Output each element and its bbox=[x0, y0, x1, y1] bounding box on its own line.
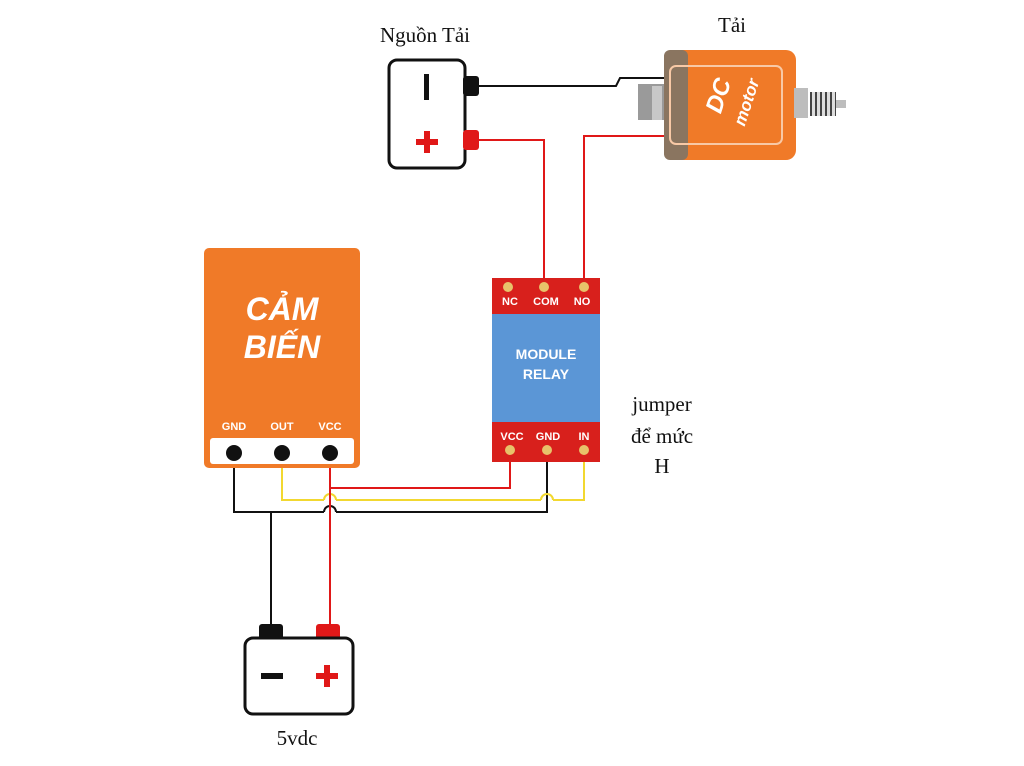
dc-motor: DC motor bbox=[638, 50, 846, 160]
relay-no-pin bbox=[579, 282, 589, 292]
relay-module: NC COM NO MODULE RELAY VCC GND IN bbox=[492, 278, 600, 462]
sensor-vcc-pin bbox=[322, 445, 338, 461]
wire-load-negative bbox=[476, 77, 666, 87]
sensor-gnd-pin bbox=[226, 445, 242, 461]
sensor-pin-label: VCC bbox=[318, 421, 341, 433]
wire-ground-to-relay bbox=[336, 449, 548, 513]
relay-com-pin bbox=[539, 282, 549, 292]
supply-battery bbox=[243, 624, 355, 716]
relay-bottom-pin-label: VCC bbox=[500, 431, 523, 443]
wire-no-to-motor bbox=[583, 135, 666, 284]
load-label: Tải bbox=[718, 13, 746, 37]
relay-title-line1: MODULE bbox=[516, 346, 577, 362]
relay-top-pin-label: COM bbox=[533, 296, 559, 308]
relay-nc-pin bbox=[503, 282, 513, 292]
negative-terminal-icon bbox=[424, 74, 429, 100]
wire-signal-crossover-2 bbox=[540, 493, 554, 501]
supply-label: 5vdc bbox=[277, 726, 318, 750]
relay-title-line2: RELAY bbox=[523, 366, 570, 382]
relay-top-pin-label: NC bbox=[502, 296, 518, 308]
motor-gear-icon bbox=[812, 92, 835, 116]
sensor-module: GND OUT VCC CẢM BIẾN bbox=[204, 248, 360, 468]
relay-bottom-pin-label: IN bbox=[579, 431, 590, 443]
wire-out-to-in bbox=[281, 454, 324, 501]
relay-in-pin bbox=[579, 445, 589, 455]
jumper-note-line2: để mức bbox=[631, 424, 693, 448]
relay-bottom-pin-label: GND bbox=[536, 431, 561, 443]
load-source-label: Nguồn Tải bbox=[380, 23, 470, 47]
sensor-title-line2: BIẾN bbox=[244, 329, 321, 365]
load-source-battery bbox=[387, 58, 479, 170]
wire-signal-to-in bbox=[553, 449, 585, 501]
sensor-out-pin bbox=[274, 445, 290, 461]
relay-vcc-pin bbox=[505, 445, 515, 455]
sensor-title-line1: CẢM bbox=[246, 291, 320, 327]
jumper-note-line1: jumper bbox=[631, 392, 691, 416]
relay-gnd-pin bbox=[542, 445, 552, 455]
jumper-note-line3: H bbox=[654, 454, 669, 478]
sensor-pin-label: OUT bbox=[270, 421, 294, 433]
negative-terminal-icon bbox=[261, 673, 283, 679]
wire-load-positive-to-com bbox=[476, 139, 545, 284]
relay-top-pin-label: NO bbox=[574, 296, 591, 308]
wire-ground-bus bbox=[233, 454, 324, 513]
sensor-pin-label: GND bbox=[222, 421, 247, 433]
